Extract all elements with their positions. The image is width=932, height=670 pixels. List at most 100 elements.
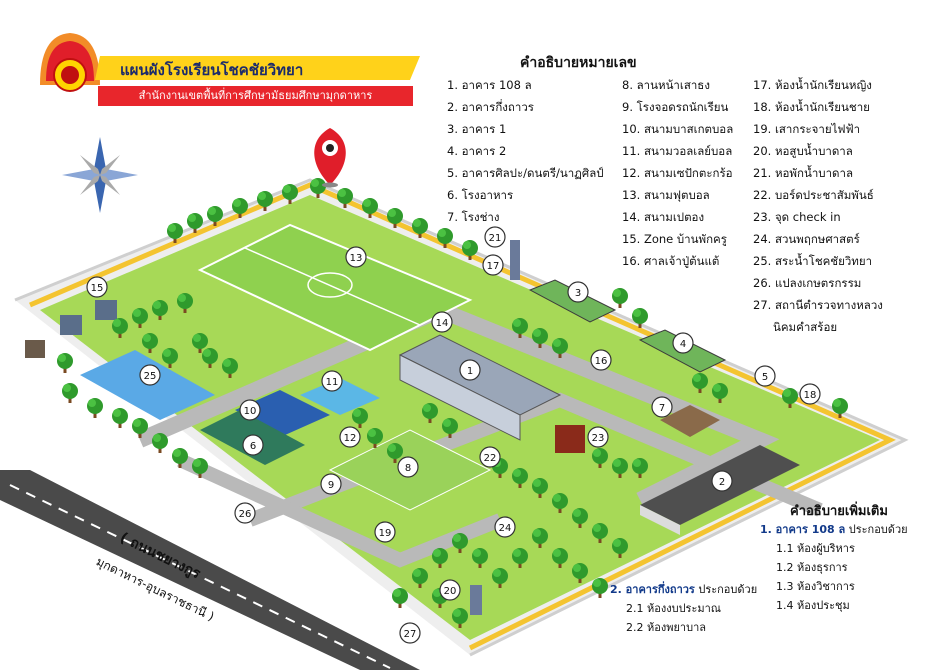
title-banner	[95, 56, 420, 80]
map-marker-13: 13	[345, 246, 367, 268]
svg-text:9: 9	[328, 480, 334, 491]
svg-text:2: 2	[719, 477, 725, 488]
map-marker-8: 8	[397, 456, 419, 478]
svg-text:25: 25	[144, 371, 157, 382]
svg-text:27: 27	[404, 629, 417, 640]
svg-text:3: 3	[575, 288, 581, 299]
workshop	[660, 405, 720, 437]
teacher-house-2	[95, 300, 117, 320]
legend-item: 21. หอพักน้ำบาดาล	[753, 166, 854, 180]
extra-block-heading: 1. อาคาร 108 ล ประกอบด้วย	[760, 520, 908, 539]
map-marker-5: 5	[754, 365, 776, 387]
tree-icon	[392, 588, 408, 608]
legend-item: 13. สนามฟุตบอล	[622, 188, 710, 202]
legend-item: 20. หอสูบน้ำบาดาล	[753, 144, 853, 158]
svg-text:11: 11	[326, 377, 339, 388]
basketball-court	[235, 390, 330, 435]
legend-title: คำอธิบายหมายเลข	[520, 55, 637, 71]
extra-item: 1.4 ห้องประชุม	[776, 599, 850, 612]
legend-item: 6. โรงอาหาร	[447, 188, 514, 202]
legend-item: 16. ศาลเจ้าปู่ต้นแต้	[622, 254, 720, 268]
teacher-house-1	[60, 315, 82, 335]
legend-item: 19. เสากระจายไฟฟ้า	[753, 122, 861, 136]
svg-text:21: 21	[489, 233, 502, 244]
map-marker-9: 9	[320, 473, 342, 495]
svg-text:10: 10	[244, 406, 257, 417]
legend-item: 25. สระน้ำโชคชัยวิทยา	[753, 254, 873, 268]
water-tower-21	[510, 240, 520, 280]
tree-icon	[57, 353, 73, 373]
extra-item: 1.1 ห้องผู้บริหาร	[776, 542, 855, 555]
extra-block-building-2: 2. อาคารกึ่งถาวร ประกอบด้วย 2.1 ห้องงบปร…	[610, 580, 757, 637]
field-center-circle	[307, 272, 353, 298]
svg-text:19: 19	[379, 528, 392, 539]
svg-text:1: 1	[467, 366, 473, 377]
extra-block-heading: 2. อาคารกึ่งถาวร ประกอบด้วย	[610, 580, 757, 599]
water-tower-20	[470, 585, 482, 615]
map-marker-11: 11	[321, 370, 343, 392]
map-marker-7: 7	[651, 396, 673, 418]
map-markers: 1234567891011121314151617181920212223242…	[86, 226, 821, 644]
svg-text:15: 15	[91, 283, 104, 294]
map-marker-14: 14	[431, 311, 453, 333]
tree-icon	[152, 433, 168, 453]
volleyball-court	[300, 378, 380, 415]
extra-item: 2.2 ห้องพยาบาล	[626, 621, 706, 634]
map-marker-16: 16	[590, 349, 612, 371]
legend-item: 23. จุด check in	[753, 210, 841, 224]
legend-item: 12. สนามเซปักตะกร้อ	[622, 166, 733, 180]
legend-item: 2. อาคารกึ่งถาวร	[447, 100, 534, 114]
svg-text:24: 24	[499, 523, 512, 534]
internal-road	[136, 301, 780, 508]
extra-block-heading-text: 1. อาคาร 108 ล	[760, 523, 846, 536]
check-in-board	[555, 425, 585, 453]
highway	[0, 470, 420, 670]
page-subtitle: สำนักงานเขตพื้นที่การศึกษามัธยมศึกษามุกด…	[98, 86, 413, 106]
map-marker-3: 3	[567, 281, 589, 303]
legend-item: 26. แปลงเกษตรกรรม	[753, 276, 862, 290]
legend-column-2: 8. ลานหน้าเสาธง 9. โรงจอดรถนักเรียน 10. …	[622, 74, 733, 272]
map-marker-17: 17	[482, 254, 504, 276]
legend-item: 1. อาคาร 108 ล	[447, 78, 532, 92]
building-2-front	[640, 505, 680, 535]
map-marker-1: 1	[459, 359, 481, 381]
map-marker-12: 12	[339, 426, 361, 448]
legend-item: 18. ห้องน้ำนักเรียนชาย	[753, 100, 870, 114]
legend-item: 14. สนามเปตอง	[622, 210, 705, 224]
svg-text:6: 6	[250, 441, 256, 452]
tree-icon	[62, 383, 78, 403]
legend-item: 17. ห้องน้ำนักเรียนหญิง	[753, 78, 872, 92]
legend-column-1: 1. อาคาร 108 ล 2. อาคารกึ่งถาวร 3. อาคาร…	[447, 74, 604, 228]
map-marker-6: 6	[242, 434, 264, 456]
map-marker-4: 4	[672, 332, 694, 354]
map-marker-10: 10	[239, 399, 261, 421]
map-marker-24: 24	[494, 516, 516, 538]
extra-block-heading-suffix: ประกอบด้วย	[845, 523, 908, 536]
map-marker-15: 15	[86, 276, 108, 298]
compass-rose-icon	[62, 137, 138, 213]
svg-text:22: 22	[484, 453, 497, 464]
extra-item: 1.2 ห้องธุรการ	[776, 561, 848, 574]
legend-item: 4. อาคาร 2	[447, 144, 507, 158]
legend-item: 9. โรงจอดรถนักเรียน	[622, 100, 729, 114]
teacher-house-3	[25, 340, 45, 358]
map-marker-18: 18	[799, 383, 821, 405]
map-marker-19: 19	[374, 521, 396, 543]
building-1-front	[399, 354, 521, 441]
map-marker-21: 21	[484, 226, 506, 248]
extra-block-heading-suffix: ประกอบด้วย	[694, 583, 758, 596]
extra-block-building-1: 1. อาคาร 108 ล ประกอบด้วย 1.1 ห้องผู้บริ…	[760, 520, 908, 615]
svg-text:7: 7	[659, 403, 665, 414]
extra-legend-title: คำอธิบายเพิ่มเติม	[790, 504, 888, 519]
location-pin-icon	[314, 128, 346, 188]
extra-item: 2.1 ห้องงบประมาณ	[626, 602, 722, 615]
tree-icon	[612, 288, 628, 308]
map-marker-20: 20	[439, 579, 461, 601]
svg-text:17: 17	[487, 261, 500, 272]
svg-text:23: 23	[592, 433, 605, 444]
svg-text:14: 14	[436, 318, 449, 329]
legend-column-3: 17. ห้องน้ำนักเรียนหญิง 18. ห้องน้ำนักเร…	[753, 74, 883, 338]
internal-road-3	[177, 453, 503, 568]
svg-text:18: 18	[804, 390, 817, 401]
